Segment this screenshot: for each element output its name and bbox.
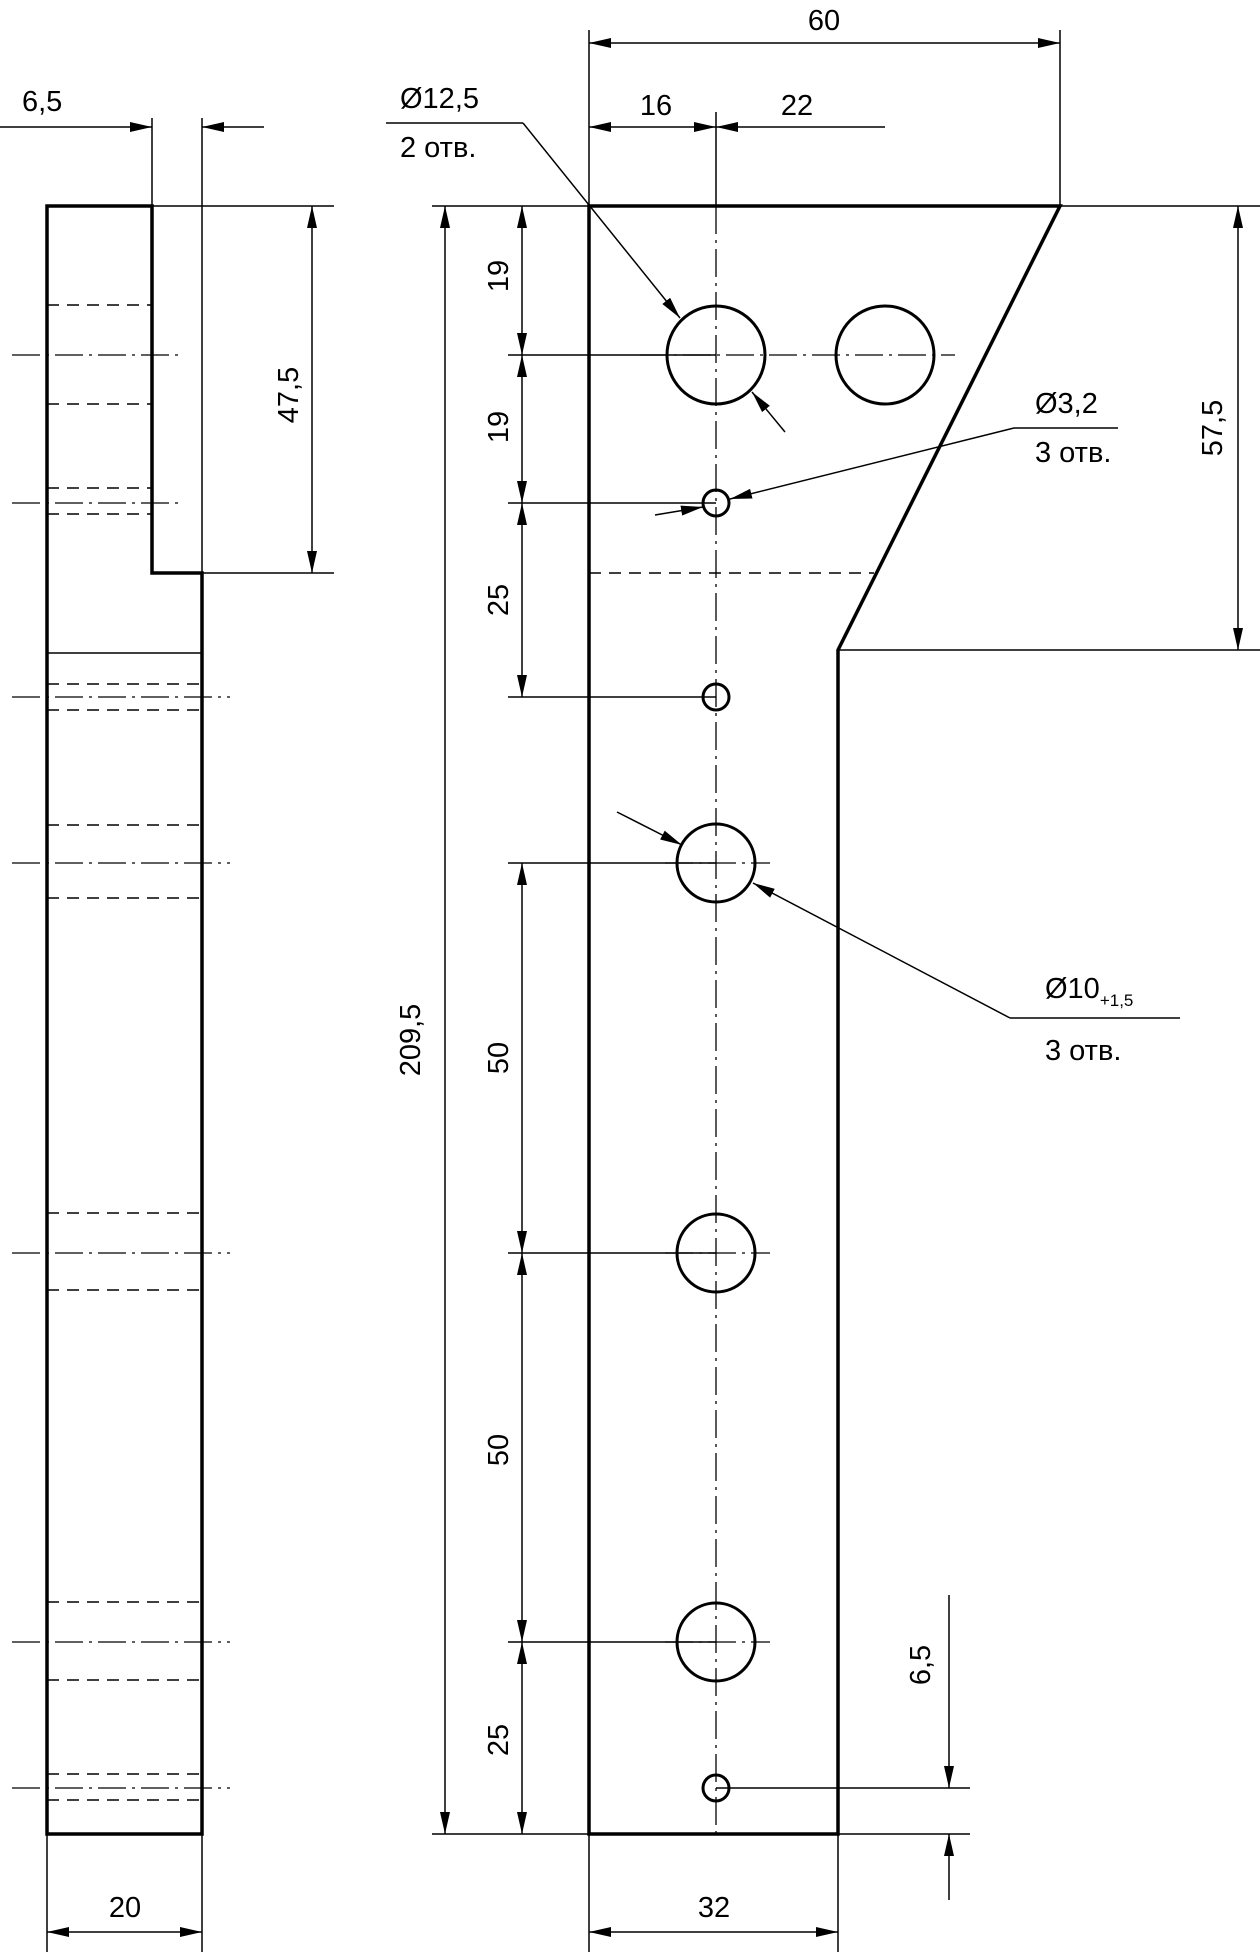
dim-bottom-offset-label: 6,5 (905, 1645, 937, 1685)
front-view-outline (587, 204, 1063, 1836)
dim-total-width-label: 60 (808, 5, 840, 37)
callout-medium-tolerance: +1,5 (1100, 991, 1134, 1010)
callout-small-count: 3 отв. (1035, 437, 1111, 469)
dim-small-hole-y: 19 (483, 411, 515, 443)
dim-pitch-1: 50 (483, 1042, 515, 1074)
front-view: 19 19 25 50 50 25 209,5 60 16 (386, 5, 1260, 1952)
callout-medium-count: 3 отв. (1045, 1035, 1121, 1067)
callout-large-count: 2 отв. (400, 132, 476, 164)
callout-large-diameter: Ø12,5 (400, 83, 479, 115)
side-dim-step-label: 6,5 (22, 86, 62, 118)
side-view-outline (45, 204, 204, 1836)
side-dim-thickness: 20 (46, 1834, 203, 1952)
callout-large-holes: Ø12,5 2 отв. (386, 83, 786, 433)
side-dim-thickness-label: 20 (109, 1892, 141, 1924)
front-dim-total-height: 209,5 (395, 206, 450, 1834)
side-dim-notch-label: 47,5 (273, 367, 305, 423)
callout-small-holes: Ø3,2 3 отв. (654, 388, 1118, 516)
callout-small-diameter: Ø3,2 (1035, 388, 1098, 420)
front-dim-top-width: 60 16 22 (588, 5, 1061, 206)
front-dim-bevel-height: 57,5 (838, 205, 1260, 651)
side-view: 6,5 47,5 20 (0, 86, 334, 1952)
dim-hole1-x-label: 16 (640, 90, 672, 122)
front-view-holes (640, 304, 955, 1803)
dim-to-bottom-hole: 25 (483, 1724, 515, 1756)
callout-medium-diameter: Ø10+1,5 (1045, 973, 1133, 1010)
dim-total-height-label: 209,5 (395, 1004, 427, 1077)
dim-top-hole-y: 19 (483, 260, 515, 292)
callout-medium-diameter-main: Ø10 (1045, 973, 1100, 1005)
side-dim-notch: 47,5 (152, 205, 334, 574)
front-dim-bottom-offset: 6,5 (716, 1595, 970, 1900)
dim-bottom-width-label: 32 (698, 1892, 730, 1924)
side-dim-step: 6,5 (0, 86, 264, 573)
dim-bevel-height-label: 57,5 (1197, 400, 1229, 456)
front-chain-dims: 19 19 25 50 50 25 (483, 206, 527, 1834)
front-dim-bottom-width: 32 (588, 1834, 839, 1952)
dim-pitch-2: 50 (483, 1434, 515, 1466)
callout-medium-holes: Ø10+1,5 3 отв. (616, 811, 1180, 1067)
dim-to-second-small: 25 (483, 584, 515, 616)
side-view-hidden-holes (12, 304, 230, 1801)
dim-hole-spacing-label: 22 (781, 90, 813, 122)
front-extension-lines (432, 205, 716, 1835)
